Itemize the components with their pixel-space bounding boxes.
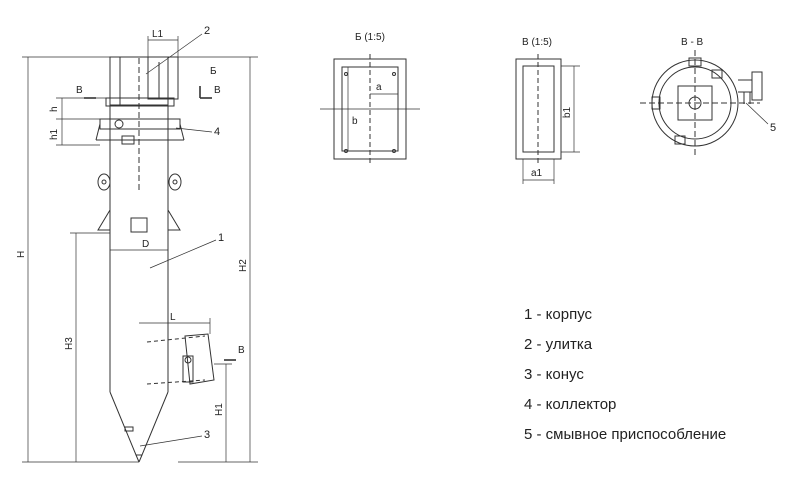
- upper-band: [105, 97, 175, 107]
- section-mark-v-upper: В: [76, 85, 83, 96]
- inspection-window: [130, 217, 148, 233]
- inlet-snail: [147, 56, 179, 100]
- callout-3: 3: [204, 429, 210, 441]
- cyclone-elevation: [95, 56, 215, 463]
- view-v: [515, 54, 580, 184]
- legend-item-5: 5 - смывное приспособление: [524, 426, 727, 443]
- section-mark-v-right: В: [214, 85, 221, 96]
- section-vv-title: В - В: [681, 37, 704, 48]
- dim-l-label: L: [170, 312, 176, 323]
- dim-h-small-label: h: [49, 106, 60, 112]
- dim-b-label: b: [352, 116, 358, 127]
- callout-leaders: [139, 33, 769, 447]
- view-b: [320, 54, 420, 164]
- view-v-title: В (1:5): [522, 37, 552, 48]
- cone: [109, 391, 169, 456]
- dim-a-label: a: [376, 82, 382, 93]
- section-vv: [640, 50, 763, 156]
- legend-item-1: 1 - корпус: [524, 306, 593, 323]
- dimension-lines: [22, 36, 258, 463]
- legend-item-2: 2 - улитка: [524, 336, 593, 353]
- callout-5: 5: [770, 122, 776, 134]
- callout-4: 4: [214, 126, 220, 138]
- callout-2: 2: [204, 25, 210, 37]
- dim-b1-label: b1: [562, 106, 573, 118]
- dim-h-label: H: [16, 251, 27, 258]
- legend-item-3: 3 - конус: [524, 366, 584, 383]
- dim-h1-label: H1: [214, 403, 225, 416]
- dim-a1-label: a1: [531, 168, 543, 179]
- dim-h2-label: H2: [238, 259, 249, 272]
- drawing-labels: 2 4 1 3 5 L1 H H3 h h1 H2 H1 D L Б В В В…: [16, 25, 776, 441]
- dim-d-label: D: [142, 239, 149, 250]
- legend-item-4: 4 - коллектор: [524, 396, 617, 413]
- legend: 1 - корпус 2 - улитка 3 - конус 4 - колл…: [524, 300, 726, 450]
- dim-h1-small-label: h1: [49, 128, 60, 140]
- callout-1: 1: [218, 232, 224, 244]
- section-mark-b: Б: [210, 66, 217, 77]
- dim-l1-label: L1: [152, 29, 164, 40]
- dim-h3-label: H3: [64, 337, 75, 350]
- section-mark-v-lower: В: [238, 345, 245, 356]
- view-b-title: Б (1:5): [355, 32, 385, 43]
